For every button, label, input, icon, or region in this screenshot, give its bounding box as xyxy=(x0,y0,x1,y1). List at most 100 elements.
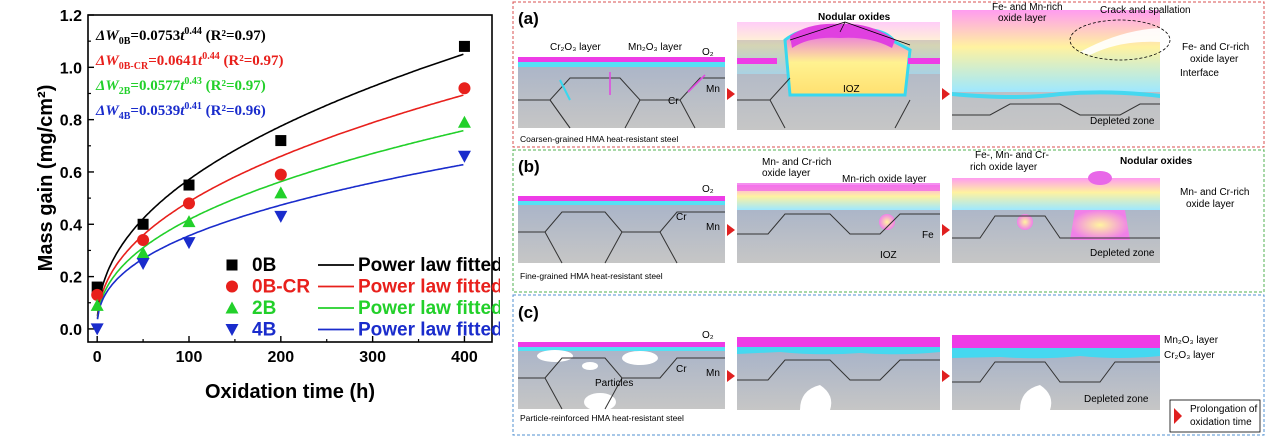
panel-a-initial: Cr₂O₃ layer Mn₂O₃ layer O₂ Mn Cr Coarsen… xyxy=(518,42,725,144)
fit-curve-0B-CR xyxy=(96,94,464,318)
data-point-0B xyxy=(183,179,195,191)
mn-cr-rich-label-b: Mn- and Cr-rich xyxy=(762,157,831,168)
legend-label-0B: 0B xyxy=(252,255,276,276)
panel-b-initial: O₂ Mn Cr Fine-grained HMA heat-resistant… xyxy=(518,184,725,281)
particles-label: Particles xyxy=(595,378,633,389)
x-tick-label: 300 xyxy=(359,349,386,366)
cr-label-c: Cr xyxy=(676,364,687,375)
depleted-label-a: Depleted zone xyxy=(1090,116,1155,127)
panel-b-frame xyxy=(512,149,1265,293)
data-point-0B xyxy=(137,218,149,230)
arrow-b1 xyxy=(727,224,735,236)
x-tick-label: 400 xyxy=(451,349,478,366)
cr-label-b: Cr xyxy=(676,212,687,223)
depleted-label-b: Depleted zone xyxy=(1090,248,1155,259)
data-point-4B xyxy=(182,237,196,250)
fe-mn-cr-label: Fe-, Mn- and Cr- xyxy=(975,150,1049,161)
mn-label-a: Mn xyxy=(706,84,720,95)
o2-label-b: O₂ xyxy=(702,184,714,195)
oxide-layer-label-a: oxide layer xyxy=(998,13,1047,24)
fe-cr-rich-label: Fe- and Cr-rich xyxy=(1182,42,1249,53)
legend-fit-label-4B: Power law fitted xyxy=(358,320,500,341)
nodular-label-b: Nodular oxides xyxy=(1120,156,1193,167)
fit-curves xyxy=(96,53,464,320)
nodular-label-a: Nodular oxides xyxy=(818,12,891,23)
legend-marker-2B xyxy=(225,301,239,314)
oxide-layer-label-b2: oxide layer xyxy=(1186,199,1235,210)
data-point-4B xyxy=(457,150,471,163)
oxidation-schematic: (a) Cr₂O₃ layer Mn₂O₃ layer O₂ Mn Cr Coa… xyxy=(512,1,1265,436)
panel-c-label: (c) xyxy=(518,303,539,322)
panel-b-final: Fe-, Mn- and Cr- rich oxide layer Nodula… xyxy=(952,150,1249,263)
mn-cr-rich-label-b2: Mn- and Cr-rich xyxy=(1180,187,1249,198)
legend-label-2B: 2B xyxy=(252,298,276,319)
interface-label: Interface xyxy=(1180,68,1219,79)
data-points xyxy=(90,40,471,336)
x-tick-label: 0 xyxy=(93,349,102,366)
panel-b-caption: Fine-grained HMA heat-resistant steel xyxy=(520,271,663,281)
legend-label-0B-CR: 0B-CR xyxy=(252,277,310,298)
data-point-4B xyxy=(136,258,150,271)
legend-marker-0B xyxy=(226,259,238,271)
fit-curve-2B xyxy=(96,129,464,319)
data-point-0B xyxy=(91,281,103,293)
equation-2B: ΔW2B=0.0577t0.43 (R²=0.97) xyxy=(95,76,266,97)
x-axis-label: Oxidation time (h) xyxy=(205,381,375,403)
fit-curve-4B xyxy=(96,163,464,320)
data-point-0B-CR xyxy=(183,197,195,210)
panel-a-label: (a) xyxy=(518,9,539,28)
o2-label-c: O₂ xyxy=(702,330,714,341)
equation-0B-CR: ΔW0B-CR=0.0641t0.44 (R²=0.97) xyxy=(95,51,284,72)
y-tick-label: 0.6 xyxy=(60,165,82,182)
legend-marker-0B-CR xyxy=(226,280,238,293)
data-point-0B-CR xyxy=(274,168,287,181)
y-axis-label: Mass gain (mg/cm²) xyxy=(35,85,57,272)
y-tick-label: 0.2 xyxy=(60,270,82,287)
cr2o3-label-a: Cr₂O₃ layer xyxy=(550,42,601,53)
arrow-a2 xyxy=(942,88,950,100)
legend-fit-label-2B: Power law fitted xyxy=(358,298,500,319)
arrow-c2 xyxy=(942,370,950,382)
legend-marker-4B xyxy=(225,324,239,336)
mn-label-c: Mn xyxy=(706,368,720,379)
data-point-0B xyxy=(275,135,287,147)
panel-a-frame xyxy=(512,1,1265,148)
data-point-0B-CR xyxy=(137,233,150,246)
panel-a-final: Fe- and Mn-rich oxide layer Crack and sp… xyxy=(952,2,1249,130)
fe-mn-rich-label: Fe- and Mn-rich xyxy=(992,2,1063,13)
panel-c-caption: Particle-reinforced HMA heat-resistant s… xyxy=(520,413,684,423)
y-tick-label: 1.2 xyxy=(60,8,82,25)
arrow-c1 xyxy=(727,370,735,382)
cr-label-a: Cr xyxy=(668,96,679,107)
panel-c-frame xyxy=(512,294,1265,436)
data-point-2B xyxy=(90,298,104,311)
panel-b-label: (b) xyxy=(518,157,540,176)
legend-fit-label-0B-CR: Power law fitted xyxy=(358,277,500,298)
plot-frame xyxy=(87,14,493,343)
y-tick-label: 1.0 xyxy=(60,60,82,77)
legend-fit-label-0B: Power law fitted xyxy=(358,255,500,276)
mn2o3-label-c: Mn₂O₃ layer xyxy=(1164,335,1219,346)
rich-oxide-label: rich oxide layer xyxy=(970,162,1038,173)
fe-label-b: Fe xyxy=(922,230,934,241)
equation-4B: ΔW4B=0.0539t0.41 (R²=0.96) xyxy=(95,101,266,122)
ioz-label-b: IOZ xyxy=(880,250,897,261)
data-point-4B xyxy=(274,210,288,223)
y-tick-label: 0.4 xyxy=(60,217,82,234)
data-point-2B xyxy=(182,215,196,228)
crack-label: Crack and spallation xyxy=(1100,5,1191,16)
data-point-2B xyxy=(136,246,150,259)
legend-label-4B: 4B xyxy=(252,320,276,341)
y-tick-label: 0.8 xyxy=(60,113,82,130)
panel-b-middle: Mn- and Cr-rich oxide layer Mn-rich oxid… xyxy=(737,157,940,263)
data-point-2B xyxy=(274,186,288,199)
prolongation-text-2: oxidation time xyxy=(1190,417,1252,428)
x-tick-label: 100 xyxy=(176,349,203,366)
prolongation-text-1: Prolongation of xyxy=(1190,404,1257,415)
oxide-layer-label-a2: oxide layer xyxy=(1190,54,1239,65)
arrow-a1 xyxy=(727,88,735,100)
mn-label-b: Mn xyxy=(706,222,720,233)
panel-c-middle xyxy=(737,337,940,410)
